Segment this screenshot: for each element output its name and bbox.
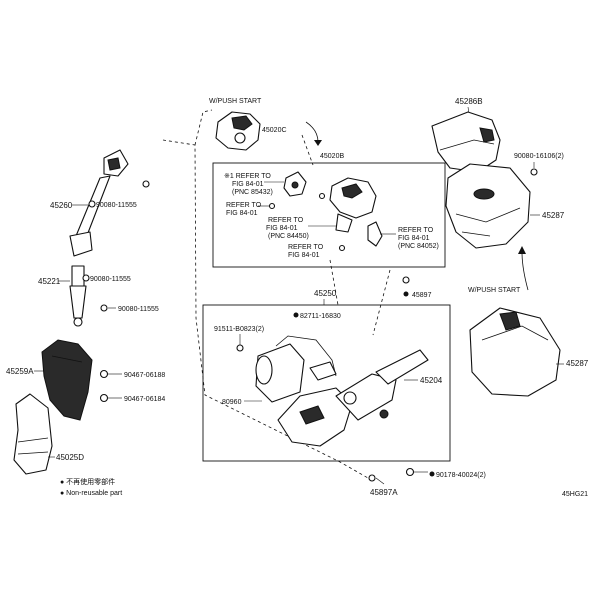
screw-icon (268, 202, 276, 210)
part-label-45259A: 45259A (6, 367, 34, 376)
figure-code: 45HG21 (562, 491, 588, 498)
connector-arrow-icon (305, 121, 319, 143)
bolt-icon (142, 180, 150, 188)
part-label-82711-16830: 82711-16830 (300, 313, 341, 320)
nut-icon (99, 393, 109, 403)
dashed-reference-line (329, 259, 339, 306)
lock-housing-part (329, 177, 377, 233)
key-cylinder-part (283, 171, 307, 197)
part-label-90080-11555-c: 90080-11555 (118, 306, 159, 313)
nut-icon (99, 369, 109, 379)
universal-joint-part (69, 265, 87, 327)
connector-arrow-icon (314, 140, 322, 146)
bolt-icon (368, 474, 376, 482)
ignition-switch-part (215, 111, 261, 151)
screw-icon (530, 168, 538, 176)
part-label-90178-40024: 90178-40024(2) (436, 472, 486, 479)
steering-column-part (277, 349, 429, 447)
bolt-icon (402, 276, 410, 284)
column-cover-lower (445, 163, 531, 249)
bolt-icon (88, 200, 96, 208)
connector-arrow-icon (518, 246, 526, 254)
eps-motor-part (255, 335, 337, 403)
part-label-45204: 45204 (420, 376, 443, 385)
legend-non-reusable: ● Non-reusable part (60, 490, 122, 497)
part-label-45020C: 45020C (262, 127, 287, 134)
column-assembly-box (202, 304, 451, 462)
legend-chinese: ● 不再使用零部件 (60, 477, 115, 486)
part-label-80960: 80960 (222, 399, 242, 406)
part-label-90467-06188: 90467-06188 (124, 372, 165, 379)
push-start-note-top: W/PUSH START (209, 98, 262, 105)
column-cover-push-start (469, 307, 561, 397)
part-label-91511-B0823: 91511-B0823(2) (214, 326, 264, 333)
bolt-icon (82, 274, 90, 282)
dashed-reference-line (301, 134, 314, 166)
part-label-90080-11555-b: 90080-11555 (90, 276, 131, 283)
part-label-90080-16106: 90080-16106(2) (514, 153, 564, 160)
part-label-45250: 45250 (314, 289, 337, 298)
bolt-icon (100, 304, 108, 312)
push-start-note-right: W/PUSH START (468, 287, 521, 294)
part-label-90080-11555-a: 90080-11555 (96, 202, 137, 209)
dashed-reference-line (194, 109, 213, 146)
nut-icon (405, 467, 415, 477)
part-label-45287-bottom: 45287 (566, 359, 589, 368)
dot-bullet-icon (293, 312, 299, 318)
bolt-icon (236, 344, 244, 352)
column-cover-upper (431, 111, 501, 173)
part-label-45897A: 45897A (370, 488, 398, 497)
screw-icon (318, 192, 326, 200)
lower-boot-part (13, 393, 53, 475)
switch-subassembly-box (212, 162, 446, 268)
part-label-45260: 45260 (50, 201, 73, 210)
part-label-45287-top: 45287 (542, 211, 565, 220)
dashed-reference-line (162, 139, 369, 479)
column-boot-part (41, 339, 93, 421)
screw-icon (338, 244, 346, 252)
part-label-90467-06184: 90467-06184 (124, 396, 165, 403)
part-label-45221: 45221 (38, 277, 61, 286)
transponder-part (367, 221, 383, 247)
part-label-45897-top: 45897 (412, 292, 432, 299)
connector-arrow-icon (521, 251, 529, 291)
dot-bullet-icon (403, 291, 409, 297)
part-label-45286B: 45286B (455, 97, 483, 106)
dashed-reference-line (372, 269, 391, 336)
part-label-45020B: 45020B (320, 153, 344, 160)
part-label-45025D: 45025D (56, 453, 84, 462)
dot-bullet-icon (429, 471, 435, 477)
